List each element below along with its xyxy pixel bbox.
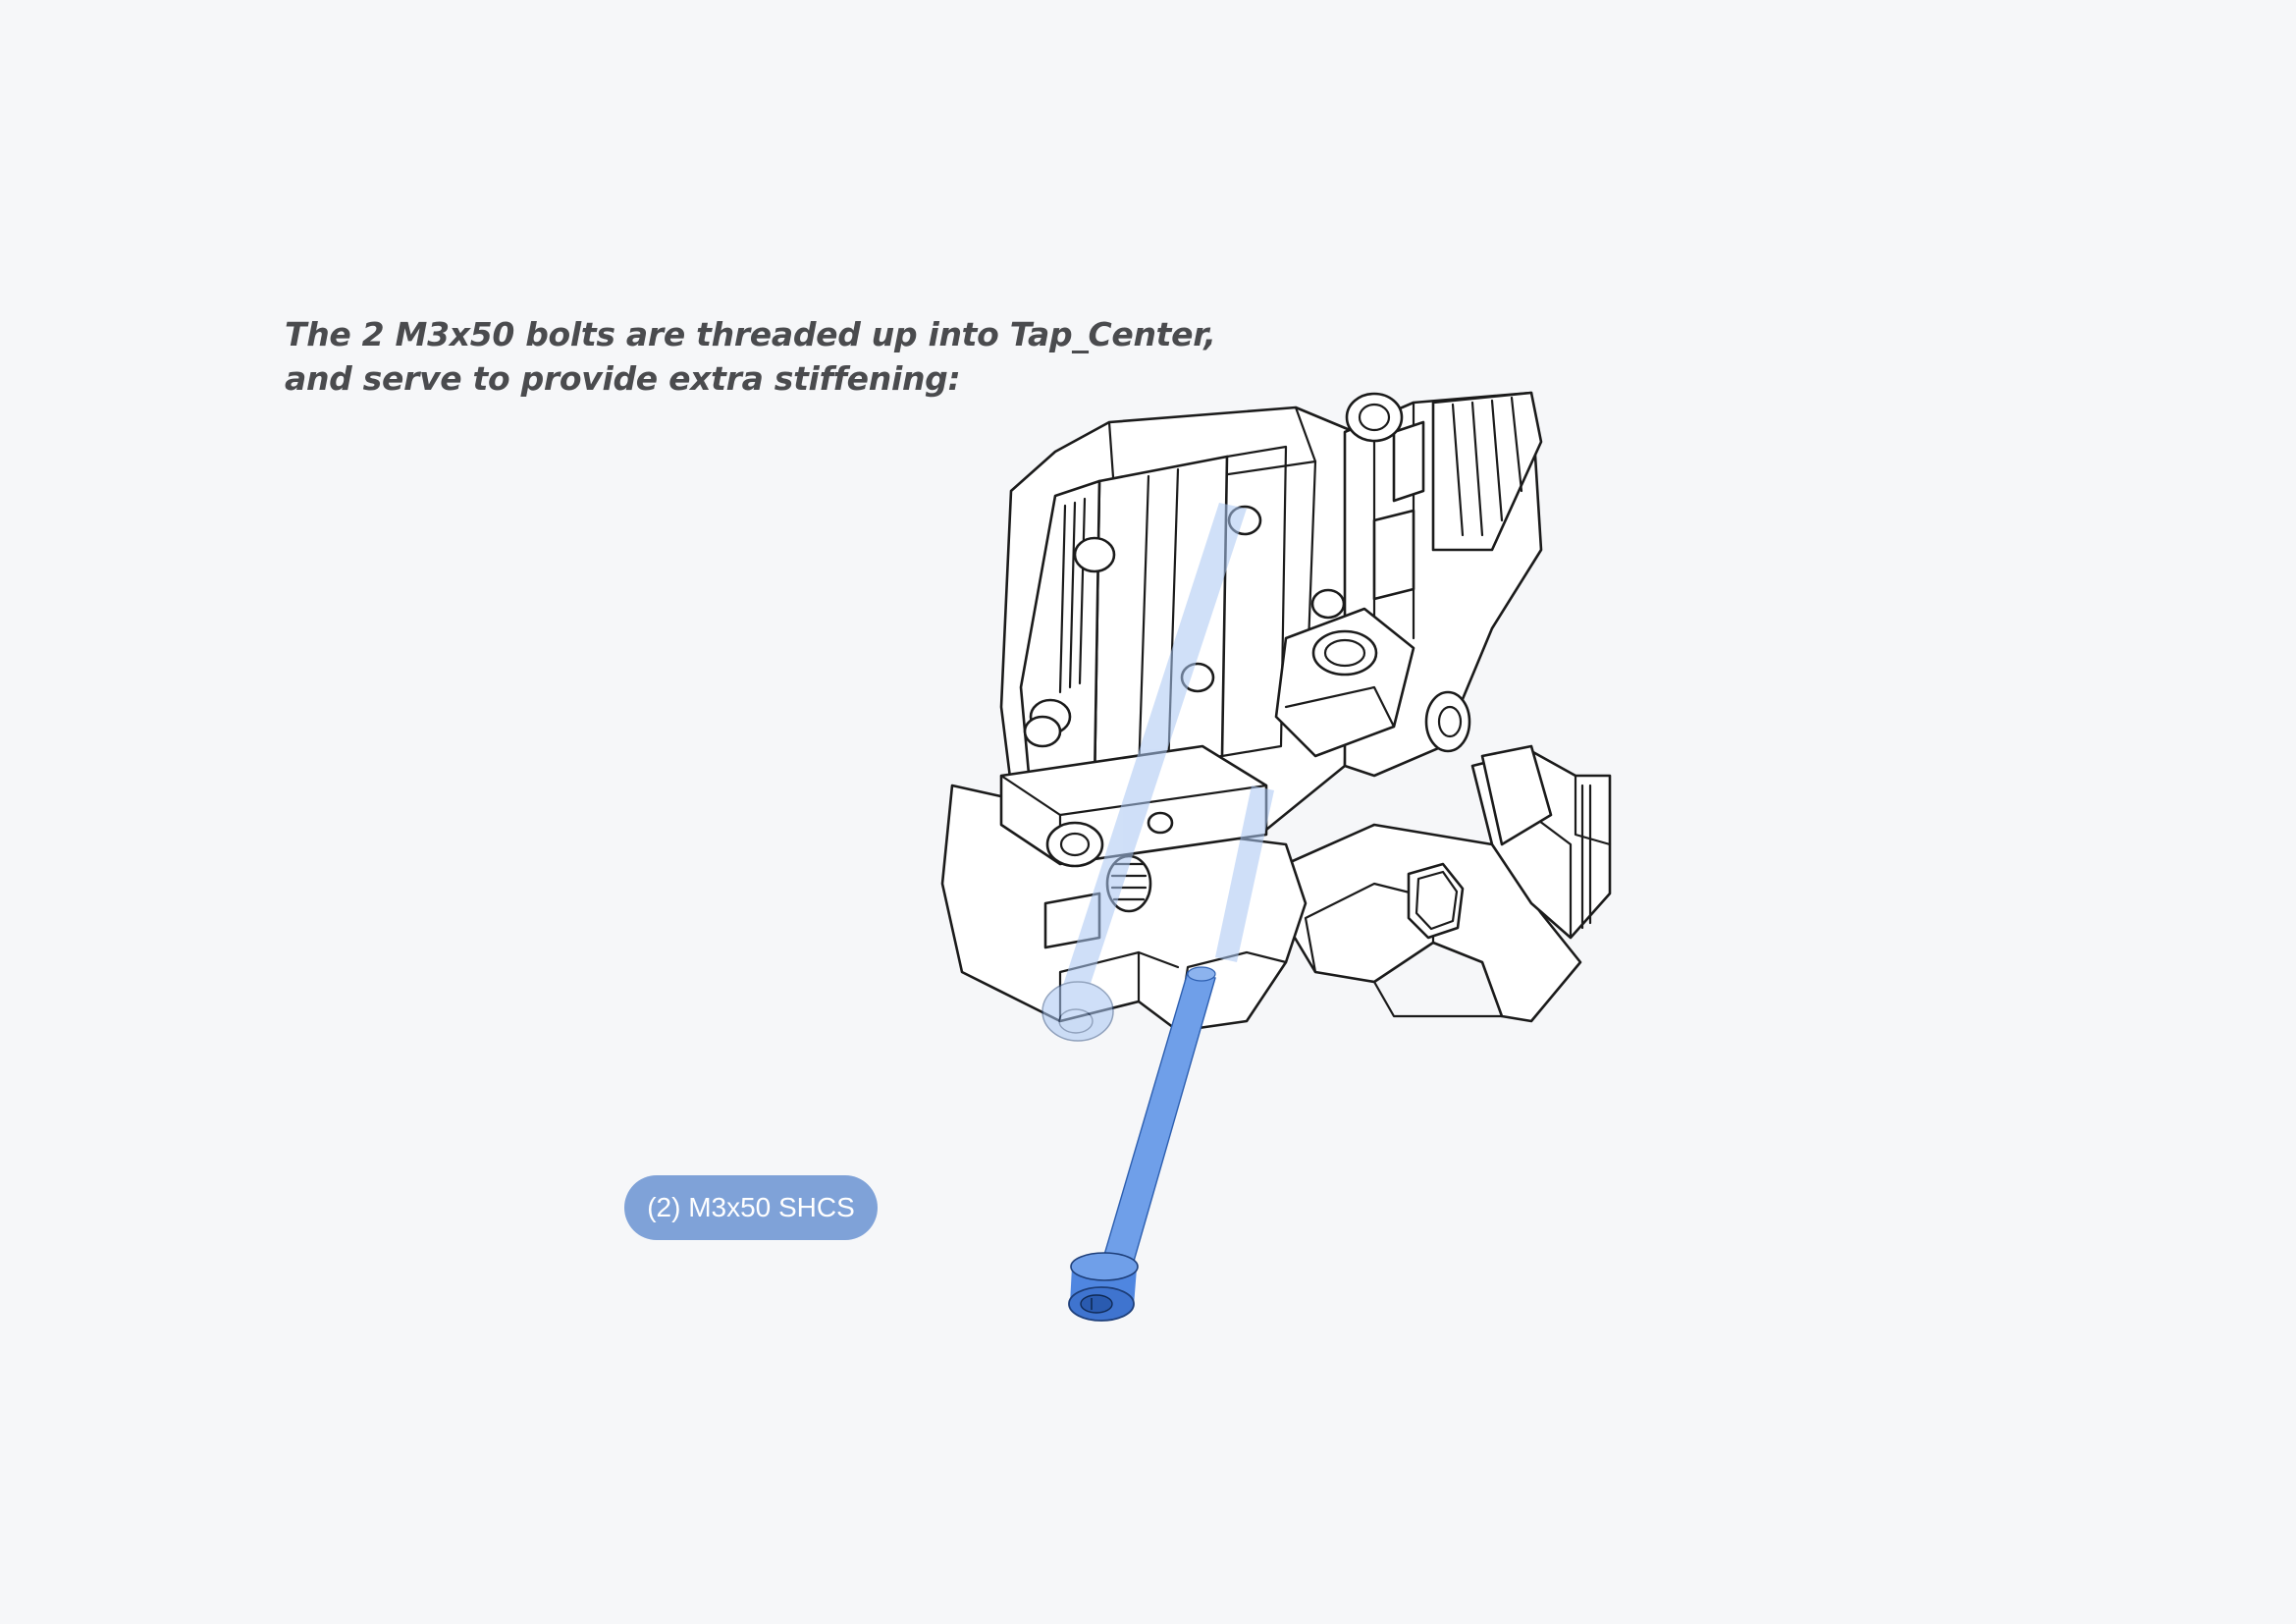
caption-line-1: The 2 M3x50 bolts are threaded up into T… (285, 315, 1216, 353)
installed-bolt-ghost (1041, 503, 1274, 1042)
mount-hole-5 (1023, 715, 1062, 748)
top-boss (1345, 392, 1404, 443)
mount-hole-1 (1073, 536, 1116, 573)
instruction-caption: The 2 M3x50 bolts are threaded up into T… (285, 312, 1266, 401)
tap-toolhead-assembly (940, 391, 1612, 1033)
m3x50-bolt (1068, 966, 1216, 1322)
duct-bracket (1480, 744, 1553, 846)
left-socket-screw (1045, 821, 1104, 868)
side-screw-head (1424, 690, 1471, 753)
part-callout-label: (2) M3x50 SHCS (624, 1175, 878, 1240)
caption-line-2: and serve to provide extra stiffening: (285, 359, 961, 398)
